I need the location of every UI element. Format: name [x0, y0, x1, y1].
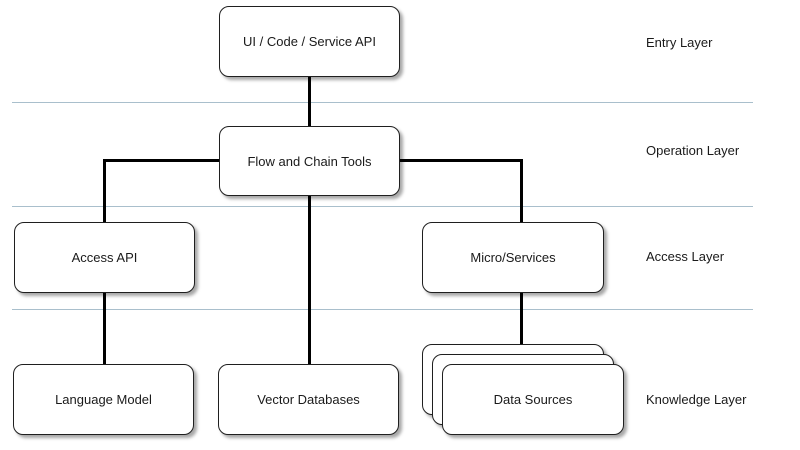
layer-label-access: Access Layer [646, 249, 725, 264]
connector-flow-left-vertical [103, 159, 106, 224]
connector-flow-right-horizontal [399, 159, 522, 162]
node-access-api: Access API [14, 222, 195, 293]
layer-label-operation: Operation Layer [646, 143, 740, 158]
connector-flow-left-horizontal [103, 159, 221, 162]
divider-entry-operation [12, 102, 753, 103]
divider-access-knowledge [12, 309, 753, 310]
connector-entry-to-flow [308, 76, 311, 128]
layer-label-knowledge: Knowledge Layer [646, 392, 747, 407]
node-micro-services: Micro/Services [422, 222, 604, 293]
connector-flow-right-vertical [520, 159, 523, 224]
node-ui-code-service-api: UI / Code / Service API [219, 6, 400, 77]
node-vector-databases: Vector Databases [218, 364, 399, 435]
node-data-sources: Data Sources [442, 364, 624, 435]
connector-access-to-language [103, 293, 106, 366]
node-flow-and-chain-tools: Flow and Chain Tools [219, 126, 400, 196]
divider-operation-access [12, 206, 753, 207]
layer-label-entry: Entry Layer [646, 35, 713, 50]
node-language-model: Language Model [13, 364, 194, 435]
connector-micro-to-sources [520, 292, 523, 355]
connector-flow-to-vector [308, 196, 311, 366]
